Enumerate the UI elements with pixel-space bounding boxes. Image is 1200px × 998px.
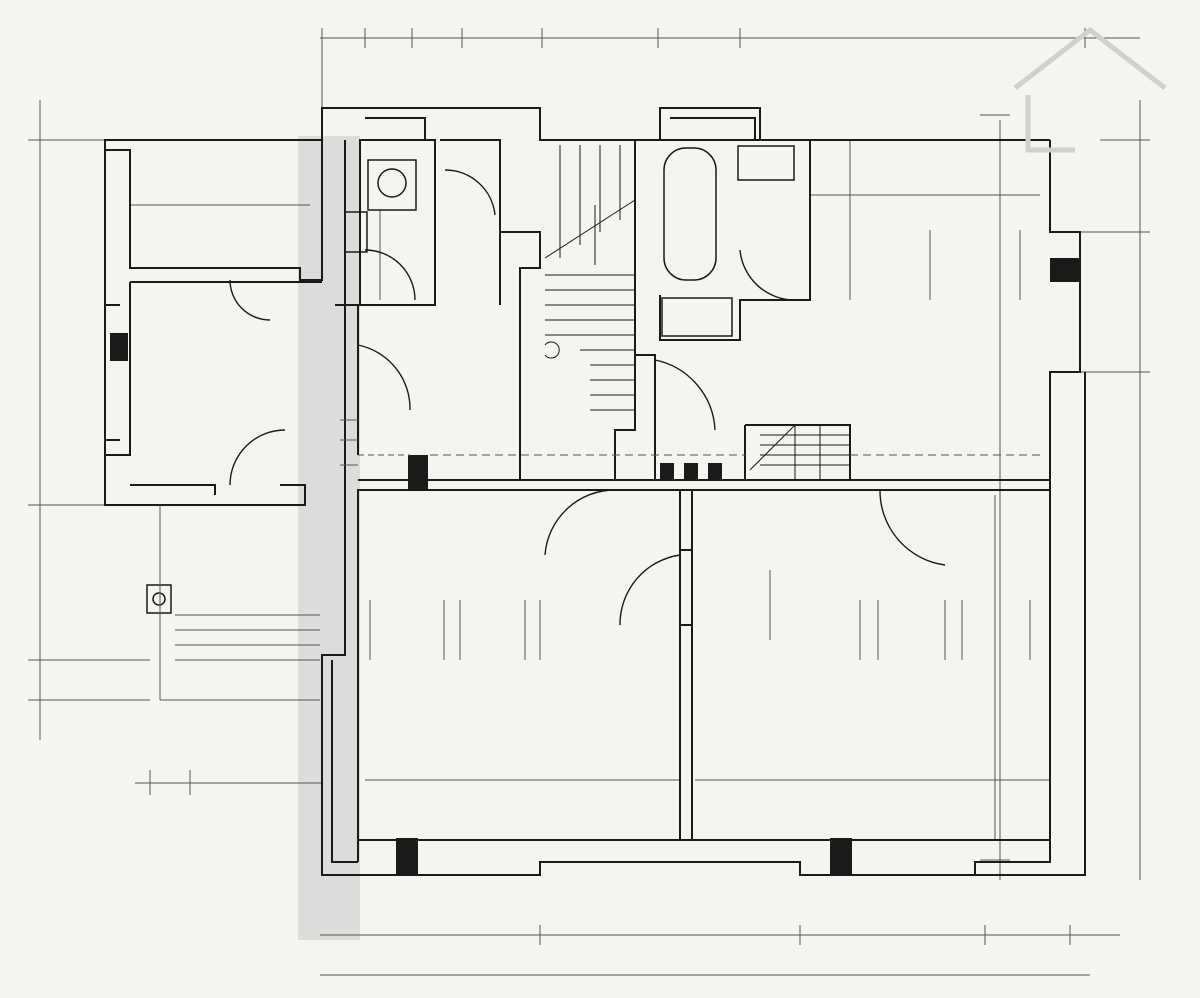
porch-steps (159, 419, 1045, 701)
door-swing-hall-top (444, 169, 496, 216)
wc-cabinet (367, 159, 417, 211)
bathtub (663, 147, 717, 281)
bathroom-fixtures (146, 145, 795, 614)
vent-block-2 (684, 463, 698, 479)
pier-block-kitchen (1050, 258, 1080, 282)
door-swings (229, 169, 946, 626)
house-logo-icon (1013, 26, 1167, 153)
kitchen-counter (661, 297, 733, 337)
wc-bowl (377, 168, 407, 198)
door-swing-kitchen (654, 359, 716, 431)
pier-block-south-right (830, 838, 852, 876)
door-swing-room-right (879, 489, 946, 566)
scan-shadow (298, 136, 360, 940)
door-swing-bathroom (739, 249, 796, 301)
door-swing-pantry (229, 279, 271, 321)
door-swing-hall (357, 344, 411, 411)
window-marks (369, 230, 1031, 660)
wc-sink (344, 211, 368, 253)
door-swing-room-left (544, 489, 616, 556)
vent-block-3 (708, 463, 722, 479)
pier-block-south-left (396, 838, 418, 876)
chimney-blocks (110, 258, 1080, 876)
walls (104, 107, 1086, 876)
pier-block-hall (408, 455, 428, 491)
door-swing-between-rooms (619, 554, 681, 626)
date-stamp-area (1036, 920, 1196, 976)
door-swing-entrance (229, 429, 286, 486)
staircase (544, 145, 850, 480)
pier-block-porch (110, 333, 128, 361)
washbasin (737, 145, 795, 181)
porch-post (146, 584, 172, 614)
vent-block-1 (660, 463, 674, 479)
door-swing-wc (364, 249, 416, 301)
dimension-lines (28, 28, 1150, 976)
